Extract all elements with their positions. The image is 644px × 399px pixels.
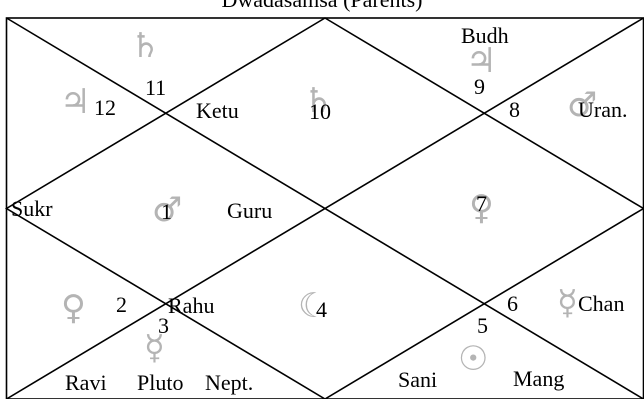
house-number-7: 7: [476, 191, 487, 216]
house-number-12: 12: [94, 95, 116, 120]
planet-guru: Guru: [227, 198, 272, 223]
house-number-11: 11: [145, 75, 166, 100]
chart-title: Dwadasamsa (Parents): [222, 0, 423, 12]
planet-pluto: Pluto: [137, 370, 183, 395]
diagonal-right-down: [6, 17, 644, 399]
jupiter-symbol-icon: ♃: [466, 41, 496, 81]
house-number-1: 1: [161, 199, 172, 224]
jupiter-symbol-icon: ♃: [60, 82, 90, 122]
house-number-4: 4: [316, 297, 327, 322]
house-number-10: 10: [309, 99, 331, 124]
moon-symbol-icon: ☾: [298, 286, 328, 326]
planet-ravi: Ravi: [65, 370, 107, 395]
house-number-3: 3: [158, 313, 169, 338]
saturn-symbol-icon: ♄: [130, 26, 160, 66]
mercury-symbol-icon: ☿: [144, 328, 165, 368]
sun-symbol-icon: ☉: [458, 339, 488, 379]
house-number-6: 6: [507, 291, 518, 316]
planet-chan: Chan: [578, 291, 624, 316]
house-number-5: 5: [477, 313, 488, 338]
house-number-9: 9: [474, 74, 485, 99]
planet-sani: Sani: [398, 367, 437, 392]
venus-symbol-icon: ♀: [469, 188, 494, 228]
mars-symbol-icon: ♂: [152, 190, 182, 230]
planet-nept: Nept.: [205, 370, 253, 395]
venus-symbol-icon: ♀: [61, 288, 86, 328]
planet-ketu: Ketu: [196, 98, 239, 123]
mercury-symbol-icon: ☿: [557, 283, 578, 323]
planet-budh: Budh: [461, 23, 509, 48]
planet-uran: Uran.: [578, 97, 627, 122]
house-number-2: 2: [116, 292, 127, 317]
planet-rahu: Rahu: [168, 293, 214, 318]
saturn-symbol-icon: ♄: [303, 81, 333, 121]
inner-diamond: [4, 17, 644, 399]
mars-symbol-icon: ♂: [567, 85, 597, 125]
planet-mang: Mang: [513, 366, 564, 391]
house-number-8: 8: [509, 97, 520, 122]
planet-sukr: Sukr: [11, 196, 53, 221]
